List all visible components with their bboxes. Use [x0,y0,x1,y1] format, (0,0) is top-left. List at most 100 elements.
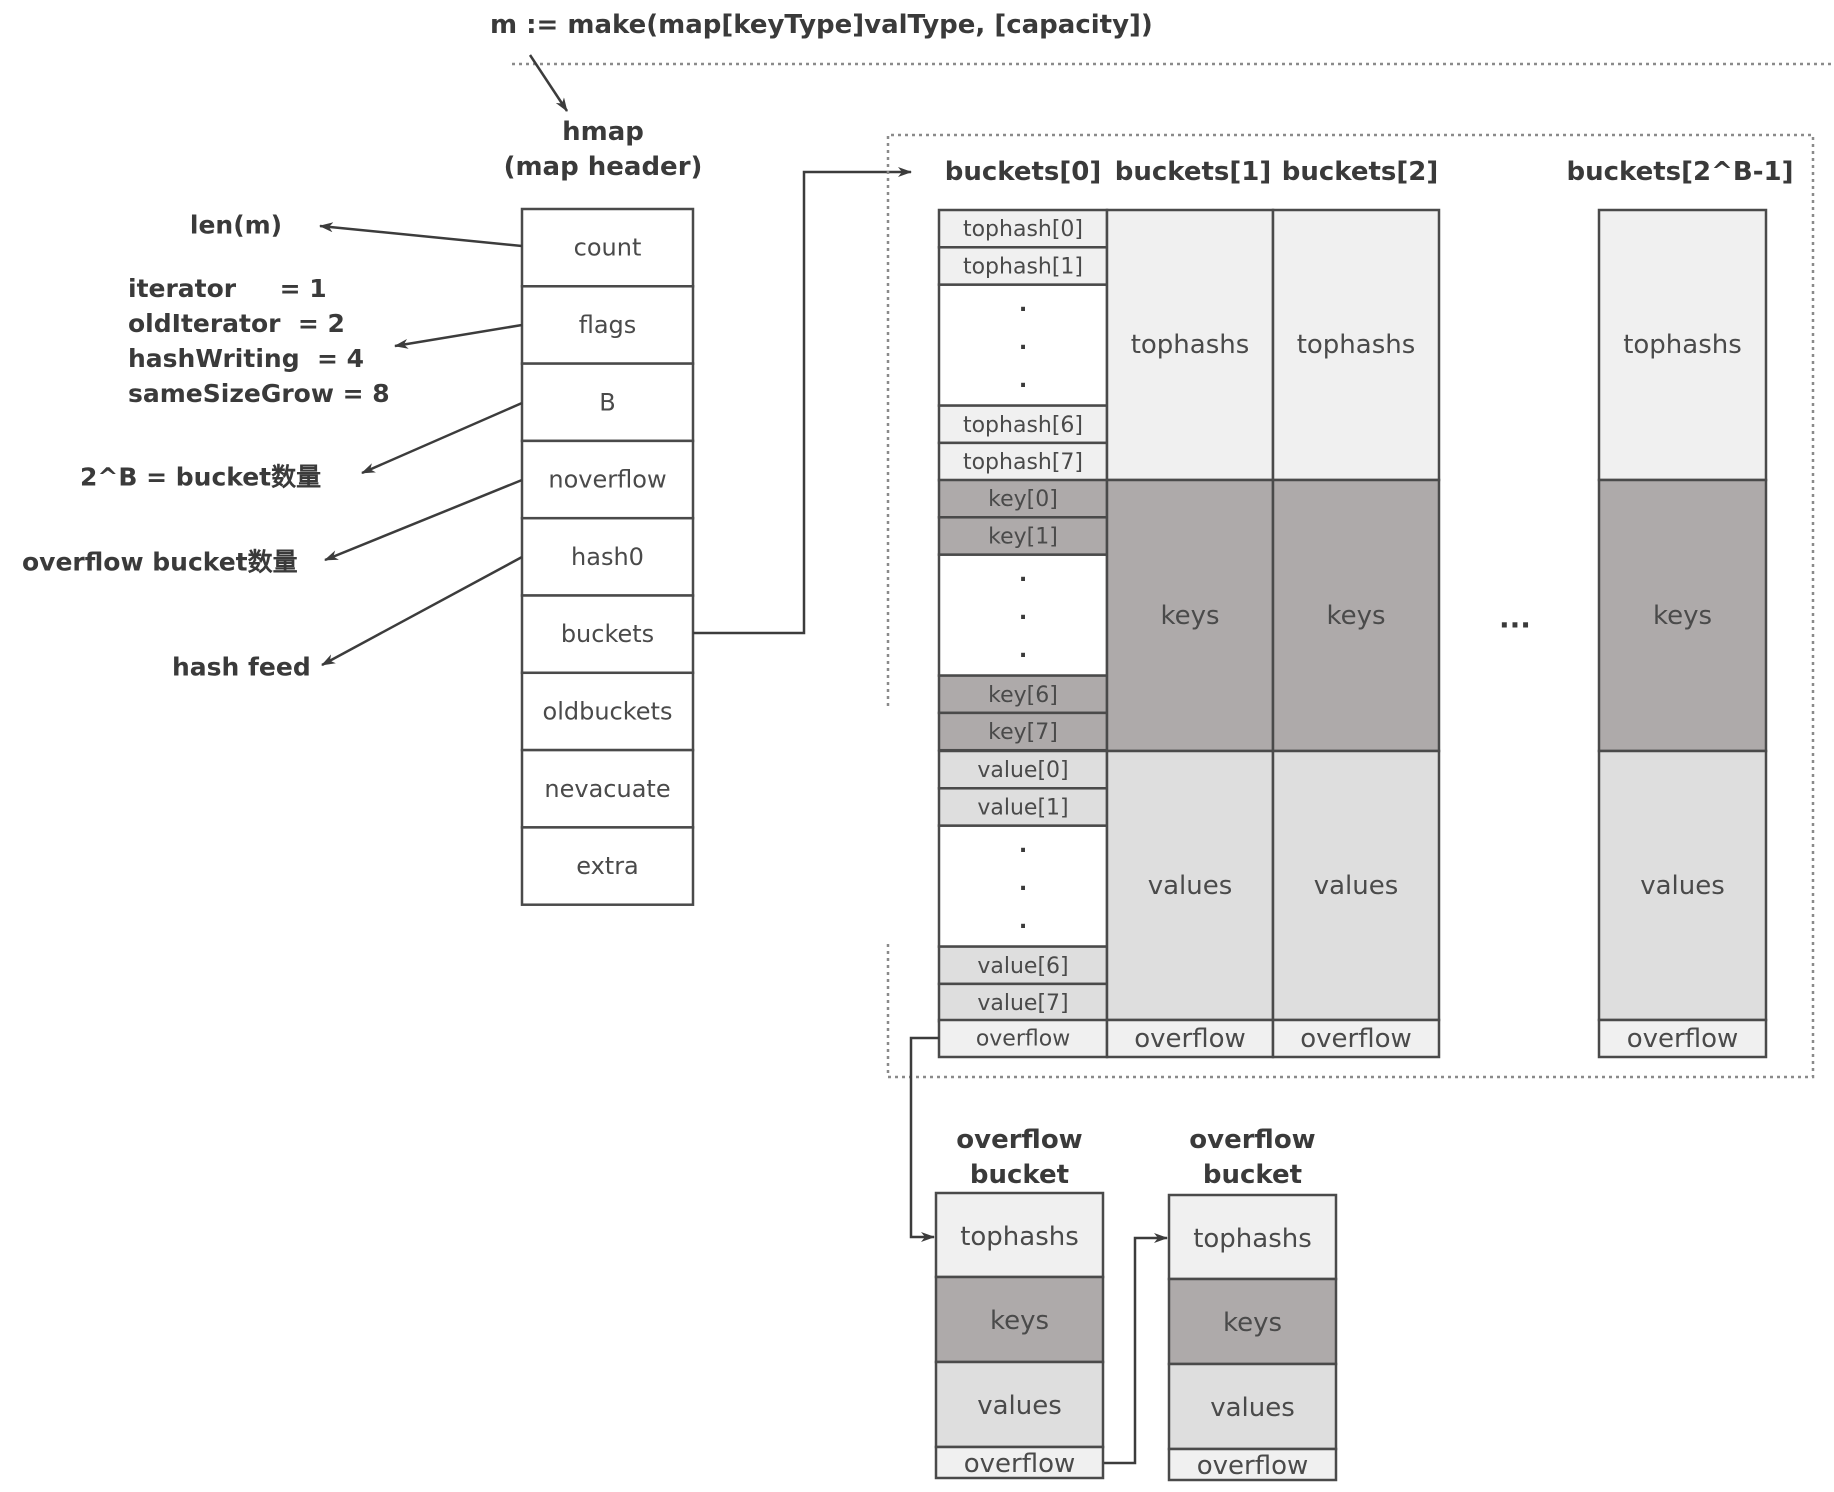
key-slot-label: key[7] [988,720,1058,745]
overflow-label: overflow [964,1449,1076,1479]
noverflow-arrow [324,478,523,562]
key-gap [937,553,1109,677]
hmap-field-label: B [599,388,615,416]
keys-label: keys [1653,601,1712,631]
tophash-slot-label: tophash[1] [963,254,1083,279]
values-label: values [1640,871,1725,901]
flags-annotation: iterator = 1 oldIterator = 2 hashWriting… [128,274,390,408]
value-slot [937,945,1109,986]
overflow-bucket-overflow [1167,1447,1338,1482]
overflow-bucket-title: overflow [956,1125,1082,1155]
tophash-slot-label: tophash[7] [963,450,1083,475]
count-arrow [319,222,523,248]
overflow-label: overflow [1627,1024,1739,1054]
keys-section [1597,478,1768,753]
key-slot-label: key[6] [988,683,1058,708]
hmap-field-label: flags [579,311,637,339]
b-annotation: 2^B = bucket数量 [80,463,321,492]
value-slot-label: value[7] [977,991,1068,1016]
flag-hash-writing: hashWriting = 4 [128,344,364,373]
values-section [1597,749,1768,1022]
value-dot: . [1019,833,1027,858]
overflow-label: overflow [976,1027,1070,1052]
tophash-slot-label: tophash[0] [963,217,1083,242]
hmap-field-oldbuckets [520,671,695,752]
hmap-field-label: count [574,234,642,262]
tophashs-label: tophashs [1131,330,1250,360]
flag-old-iterator: oldIterator = 2 [128,309,345,338]
hmap-field-label: buckets [561,620,654,648]
overflow-bucket-title: bucket [1203,1160,1302,1190]
hmap-field-extra [520,826,695,906]
count-annotation: len(m) [190,211,282,240]
bucket-header-2: buckets[2] [1282,157,1439,187]
flags-arrow [394,323,523,349]
value-dot: . [1019,871,1027,896]
value-slot [937,749,1109,790]
tophash-dot: . [1019,330,1027,355]
values-label: values [1314,871,1399,901]
overflow-bucket-tophashs [934,1191,1105,1279]
hmap-field-label: nevacuate [544,775,670,803]
tophashs-section [1271,208,1441,482]
tophashs-section [1105,208,1275,482]
hmap-field-noverflow [520,439,695,520]
key-dot: . [1019,562,1027,587]
key-slot-label: key[0] [988,487,1058,512]
hmap-field-label: oldbuckets [543,697,673,725]
hmap-field-label: hash0 [571,543,644,571]
tophashs-section [1597,208,1768,482]
value-dot: . [1019,909,1027,934]
make-to-hmap-arrow [528,54,569,112]
key-dot: . [1019,600,1027,625]
hmap-field-label: noverflow [548,466,666,494]
hash0-annotation: hash feed [172,653,311,682]
bucket-header-0: buckets[0] [945,157,1102,187]
keys-label: keys [990,1306,1049,1336]
value-gap [937,824,1109,948]
hmap-field-buckets [520,594,695,675]
key-dot: . [1019,638,1027,663]
value-slot-label: value[6] [977,954,1068,979]
hash0-arrow [321,555,523,667]
overflow-label: overflow [1300,1024,1412,1054]
tophashs-label: tophashs [960,1222,1079,1252]
bucket-header-1: buckets[1] [1115,157,1272,187]
bucket-header-last: buckets[2^B-1] [1566,157,1793,187]
overflow-bucket-keys [1167,1277,1338,1366]
noverflow-annotation: overflow bucket数量 [22,548,298,577]
value-slot-label: value[0] [977,758,1068,783]
tophash-dot: . [1019,292,1027,317]
keys-section [1271,478,1441,753]
overflow-bucket-values [934,1360,1105,1449]
bucket0-overflow-arrow [909,1036,939,1242]
overflow-label: overflow [1197,1451,1309,1481]
make-expression-title: m := make(map[keyType]valType, [capacity… [490,10,1153,40]
tophashs-label: tophashs [1193,1224,1312,1254]
hmap-field-b [520,362,695,443]
overflow-bucket-title: overflow [1189,1125,1315,1155]
value-slot-label: value[1] [977,795,1068,820]
overflow-section [1271,1018,1441,1059]
buckets-array-region [886,133,1815,1079]
values-label: values [1210,1393,1295,1423]
tophashs-label: tophashs [1297,330,1416,360]
values-label: values [977,1391,1062,1421]
keys-label: keys [1326,601,1385,631]
tophash-slot-label: tophash[6] [963,413,1083,438]
buckets-ellipsis: ... [1499,602,1531,635]
hmap-title: hmap [562,117,644,147]
hmap-field-label: extra [576,852,639,880]
value-slot [937,787,1109,827]
hmap-subtitle: (map header) [504,152,703,182]
keys-section [1105,478,1275,753]
overflow-bucket-overflow [934,1445,1105,1480]
flag-same-size-grow: sameSizeGrow = 8 [128,379,390,408]
bucket-0-detailed: ... tophash[0] tophash[1] tophash[6] tophash… [937,208,1109,1059]
hmap-field-count [520,207,695,288]
overflow-chain-arrow [1103,1233,1168,1465]
tophash-dot: . [1019,368,1027,393]
flag-iterator: iterator = 1 [128,274,327,303]
